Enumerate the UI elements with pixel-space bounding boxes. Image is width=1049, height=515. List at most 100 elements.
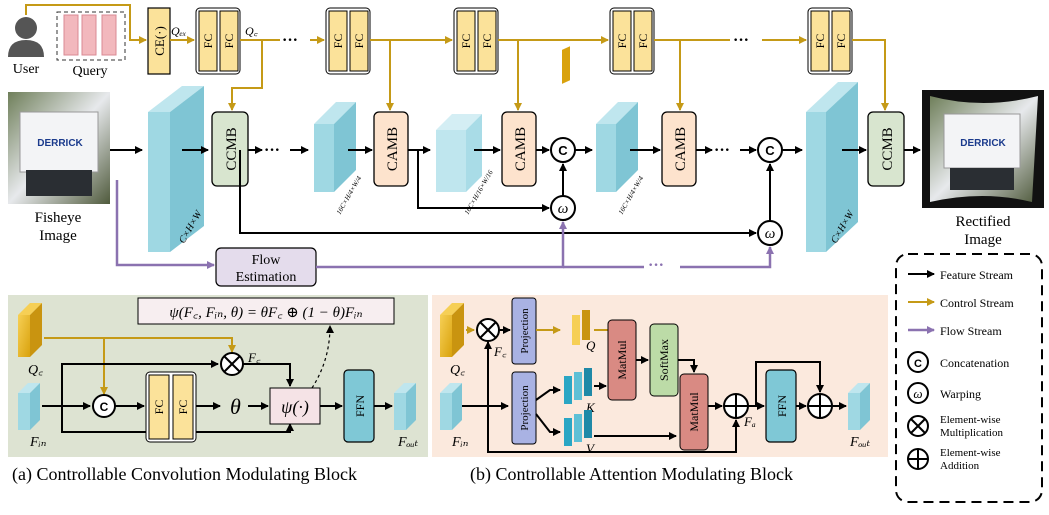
svg-text:FC: FC [636,34,650,49]
ellipsis-top-1: ··· [282,32,298,49]
svg-text:DERRICK: DERRICK [960,138,1006,149]
fc-group-a: FC FC [145,371,197,443]
multiply-node-b [476,318,500,342]
ccmb-label-1: CCMB [224,127,240,170]
svg-text:FC: FC [813,34,827,49]
svg-text:FC: FC [352,34,366,49]
svg-text:FC: FC [176,400,190,415]
theta-label: θ [230,394,241,419]
svg-text:Element-wise: Element-wise [940,447,1001,459]
svg-text:ω: ω [765,226,776,242]
panel-a-caption: (a) Controllable Convolution Modulating … [12,464,357,485]
flow-estimation-label-1: Flow [252,253,282,268]
fa-label: Fₐ [743,414,756,429]
legend-multiplication: Element-wise Multiplication [907,414,1003,439]
svg-text:FC: FC [615,34,629,49]
ffn-label-a: FFN [353,395,367,417]
svg-text:FC: FC [459,34,473,49]
fc-group-1: FC FC [195,7,241,75]
rectified-label-1: Rectified [956,214,1011,230]
svg-text:Element-wise: Element-wise [940,414,1001,426]
fc-group-5: FC FC [807,7,853,75]
q-ex-label: Qₑₓ [171,24,186,38]
camb-label-1: CAMB [385,127,401,171]
ffn-label-b: FFN [775,395,789,417]
matmul-label-2: MatMul [687,392,701,432]
multiply-node-a [220,352,244,376]
feature-cube-3 [436,114,482,192]
svg-text:C: C [914,358,922,370]
user-label: User [13,62,40,77]
svg-text:ω: ω [558,201,569,217]
fc-group-2: FC FC [325,7,371,75]
ccmb-label-2: CCMB [880,127,896,170]
warping-node-1: ω [550,195,576,221]
svg-text:FC: FC [834,34,848,49]
legend-flow-stream: Flow Stream [908,324,1002,338]
flow-stream-line-2 [316,221,567,269]
feature-cube-1 [148,86,204,252]
fc-label-b: F꜀ [493,344,507,359]
feature-cube-5 [806,82,858,252]
ce-label: CE(·) [152,26,167,56]
q-stack [562,46,590,345]
warping-node-2: ω [757,220,783,246]
ellipsis-mid-1: ··· [264,142,280,159]
svg-text:Flow Stream: Flow Stream [940,324,1002,338]
svg-text:Feature Stream: Feature Stream [940,268,1014,282]
svg-text:C: C [765,143,775,158]
q-c-label-top: Q꜀ [245,24,259,38]
svg-text:C: C [100,400,109,414]
svg-text:Warping: Warping [940,387,981,401]
add-node-b-2 [807,393,833,419]
flow-stream-line-1 [115,180,215,269]
ellipsis-mid-2: ··· [714,142,730,159]
svg-text:Multiplication: Multiplication [940,427,1003,439]
svg-text:FC: FC [480,34,494,49]
feature-cube-2 [314,102,356,192]
fisheye-label-1: Fisheye [35,210,82,226]
legend-control-stream: Control Stream [908,296,1014,310]
legend-addition: Element-wise Addition [907,447,1001,472]
qc-tensor-b [440,303,464,357]
svg-text:Concatenation: Concatenation [940,356,1009,370]
svg-text:C: C [558,143,568,158]
fc-group-4: FC FC [609,7,655,75]
flow-estimation-label-2: Estimation [236,270,297,285]
concatenation-node-2: C [757,137,783,163]
fin-label-a: Fᵢₙ [29,435,47,450]
ellipsis-flow: ··· [648,257,664,274]
fc-group-3: FC FC [453,7,499,75]
qc-label-a: Q꜀ [28,363,43,378]
psi-formula-box [137,297,395,325]
svg-text:ω: ω [913,386,922,401]
qc-label-b: Q꜀ [450,363,465,378]
fin-label-b: Fᵢₙ [451,435,469,450]
svg-text:DERRICK: DERRICK [37,138,83,149]
control-drop-ccmb1 [228,40,263,111]
feature-cube-4 [596,102,638,192]
rectified-label-2: Image [964,232,1002,248]
fout-label-b: Fₒᵤₜ [849,435,871,450]
svg-text:FC: FC [152,400,166,415]
panel-b-caption: (b) Controllable Attention Modulating Bl… [470,464,793,485]
v-label: V [586,441,596,456]
k-label: K [585,400,596,415]
svg-text:FC: FC [331,34,345,49]
psi-formula: ψ(F꜀, Fᵢₙ, θ) = θF꜀ ⊕ (1 − θ)Fᵢₙ [169,305,362,321]
fout-tensor-a [394,383,416,430]
camb-label-3: CAMB [673,127,689,171]
legend-feature-stream: Feature Stream [908,268,1014,282]
legend-box [895,253,1043,503]
fin-tensor-a [18,383,40,430]
control-line-user [25,4,147,44]
legend-concatenation: C Concatenation [907,351,1009,373]
query-label: Query [73,64,108,79]
k-stack [564,368,592,404]
fc-label-a: F꜀ [247,350,261,365]
fout-tensor-b [848,383,870,430]
fin-tensor-b [440,383,462,430]
psi-label: ψ(·) [281,397,309,418]
svg-text:Control Stream: Control Stream [940,296,1014,310]
